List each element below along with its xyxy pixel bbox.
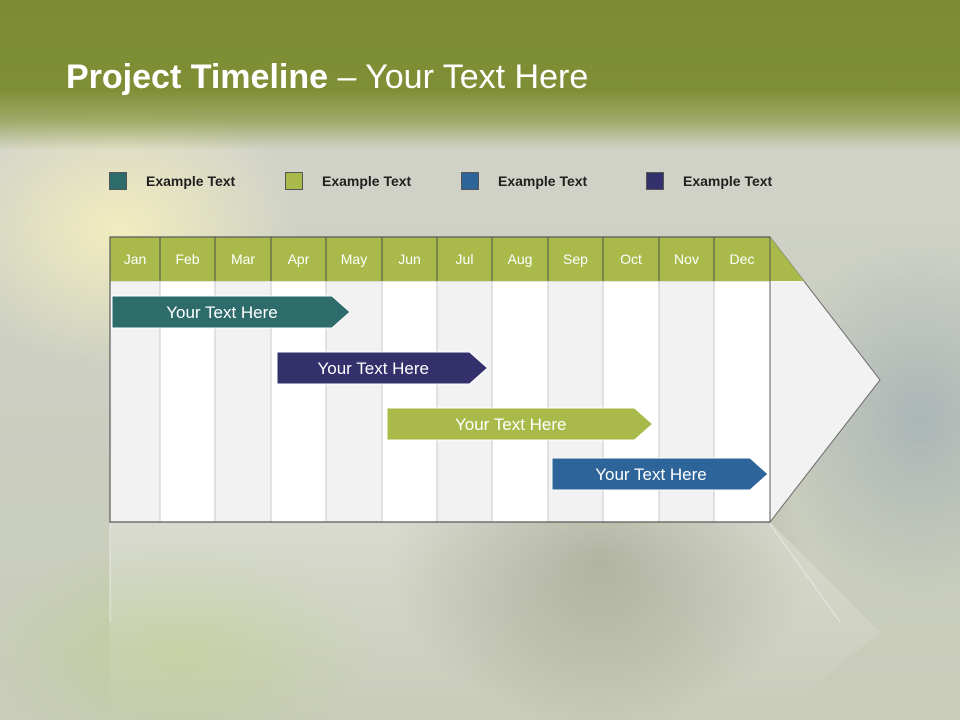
- task-bar-shape: [386, 407, 654, 441]
- month-label: May: [341, 251, 367, 267]
- month-column: [436, 280, 493, 523]
- title-rest: – Your Text Here: [328, 58, 589, 96]
- legend-item: Example Text: [646, 170, 772, 192]
- month-column: [491, 280, 549, 523]
- month-label: Sep: [563, 251, 588, 267]
- legend-label: Example Text: [146, 173, 236, 189]
- month-label: Jun: [398, 251, 421, 267]
- legend-label: Example Text: [322, 173, 412, 189]
- task-bar-label: Your Text Here: [317, 359, 429, 378]
- legend-swatch: [646, 172, 664, 190]
- task-bar-label: Your Text Here: [166, 303, 278, 322]
- month-label: Mar: [231, 251, 255, 267]
- legend-label: Example Text: [498, 173, 588, 189]
- month-label: Nov: [674, 251, 699, 267]
- month-label: Oct: [620, 251, 642, 267]
- month-label: Apr: [288, 251, 310, 267]
- month-label: Dec: [730, 251, 755, 267]
- legend-item: Example Text: [109, 170, 235, 192]
- reflection-shape: [110, 522, 880, 720]
- task-bar: Your Text Here: [276, 351, 489, 385]
- timeline-reflection: [109, 522, 880, 720]
- month-label: Jan: [124, 251, 147, 267]
- task-bar: Your Text Here: [551, 457, 769, 491]
- reflection-line: [769, 523, 841, 623]
- task-bar-shape: [551, 457, 769, 491]
- task-bar-shape: [111, 295, 351, 329]
- legend-item: Example Text: [461, 170, 587, 192]
- task-bar-label: Your Text Here: [595, 465, 707, 484]
- legend-swatch: [109, 172, 127, 190]
- month-column: [381, 280, 438, 523]
- month-label: Aug: [508, 251, 533, 267]
- task-bar-shape: [276, 351, 489, 385]
- task-bar-label: Your Text Here: [455, 415, 567, 434]
- legend-swatch: [461, 172, 479, 190]
- legend-label: Example Text: [683, 173, 773, 189]
- title-bold: Project Timeline: [66, 58, 329, 96]
- month-label: Jul: [456, 251, 474, 267]
- task-bar: Your Text Here: [111, 295, 351, 329]
- timeline-border: [109, 236, 770, 523]
- legend-item: Example Text: [285, 170, 411, 192]
- page-title: Project Timeline – Your Text Here: [66, 58, 588, 97]
- task-bar: Your Text Here: [386, 407, 654, 441]
- legend-swatch: [285, 172, 303, 190]
- month-band: [110, 237, 804, 281]
- month-label: Feb: [175, 251, 199, 267]
- header-band: [0, 0, 960, 150]
